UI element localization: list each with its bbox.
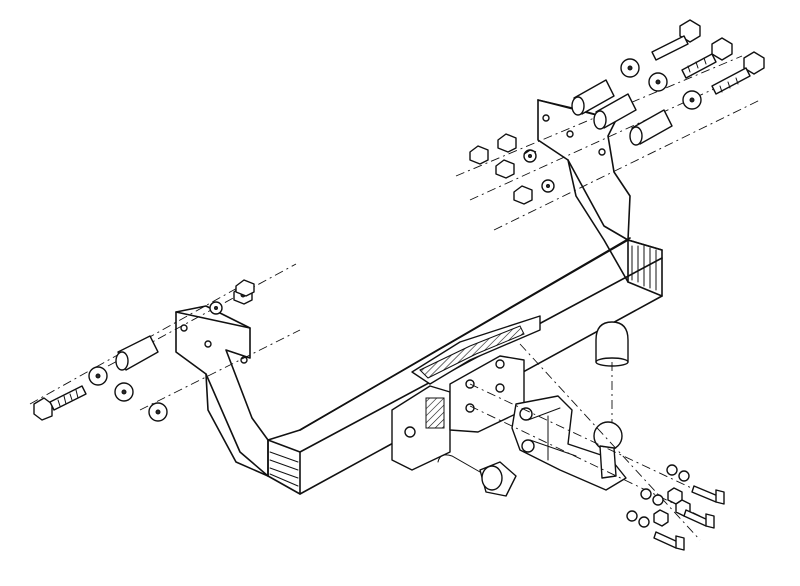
- left-nuts: [233, 279, 255, 305]
- right-nuts: [469, 133, 537, 205]
- left-bolt: [33, 385, 87, 421]
- ball-mount-nuts: [653, 487, 691, 527]
- center-mount-plates: [391, 315, 541, 471]
- left-spacer-tube: [115, 335, 159, 371]
- left-washers: [88, 301, 223, 422]
- electric-socket: [437, 454, 517, 497]
- left-fasteners: [33, 279, 255, 422]
- ball-mount-bolts: [653, 485, 725, 551]
- right-fasteners: [469, 19, 765, 205]
- tow-ball-mount: [511, 395, 627, 491]
- ball-mount-fasteners: [626, 464, 725, 551]
- tow-ball-cover-cap: [595, 321, 629, 367]
- right-bolts: [651, 19, 765, 95]
- right-washers: [523, 58, 702, 193]
- left-side-bracket: [175, 305, 269, 477]
- right-spacer-tubes: [571, 79, 673, 146]
- towbar-crossbar: [267, 237, 663, 495]
- ball-mount-washers: [626, 464, 690, 528]
